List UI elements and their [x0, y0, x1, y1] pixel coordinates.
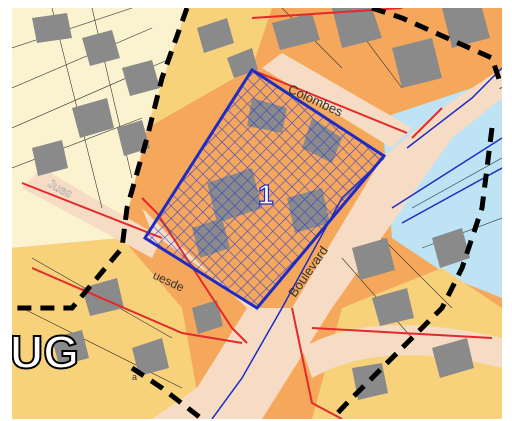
area-number-label: 1: [258, 179, 274, 210]
map-viewport[interactable]: Colombes Boulevard Jues uesde 1 UG a: [12, 8, 502, 419]
hatched-area-1[interactable]: [142, 67, 387, 310]
road-jues: [22, 168, 162, 258]
road-boulevard: [222, 68, 502, 419]
map-canvas: Colombes Boulevard Jues uesde 1 UG a: [12, 8, 502, 419]
zone-code-label: UG: [12, 326, 79, 378]
road-colombes: [262, 53, 412, 148]
parcel-letter-label: a: [132, 372, 137, 382]
dashed-zone-boundaries: [12, 8, 502, 419]
zone-residential-yellow-w: [12, 238, 202, 419]
road-curved-se: [302, 325, 502, 378]
